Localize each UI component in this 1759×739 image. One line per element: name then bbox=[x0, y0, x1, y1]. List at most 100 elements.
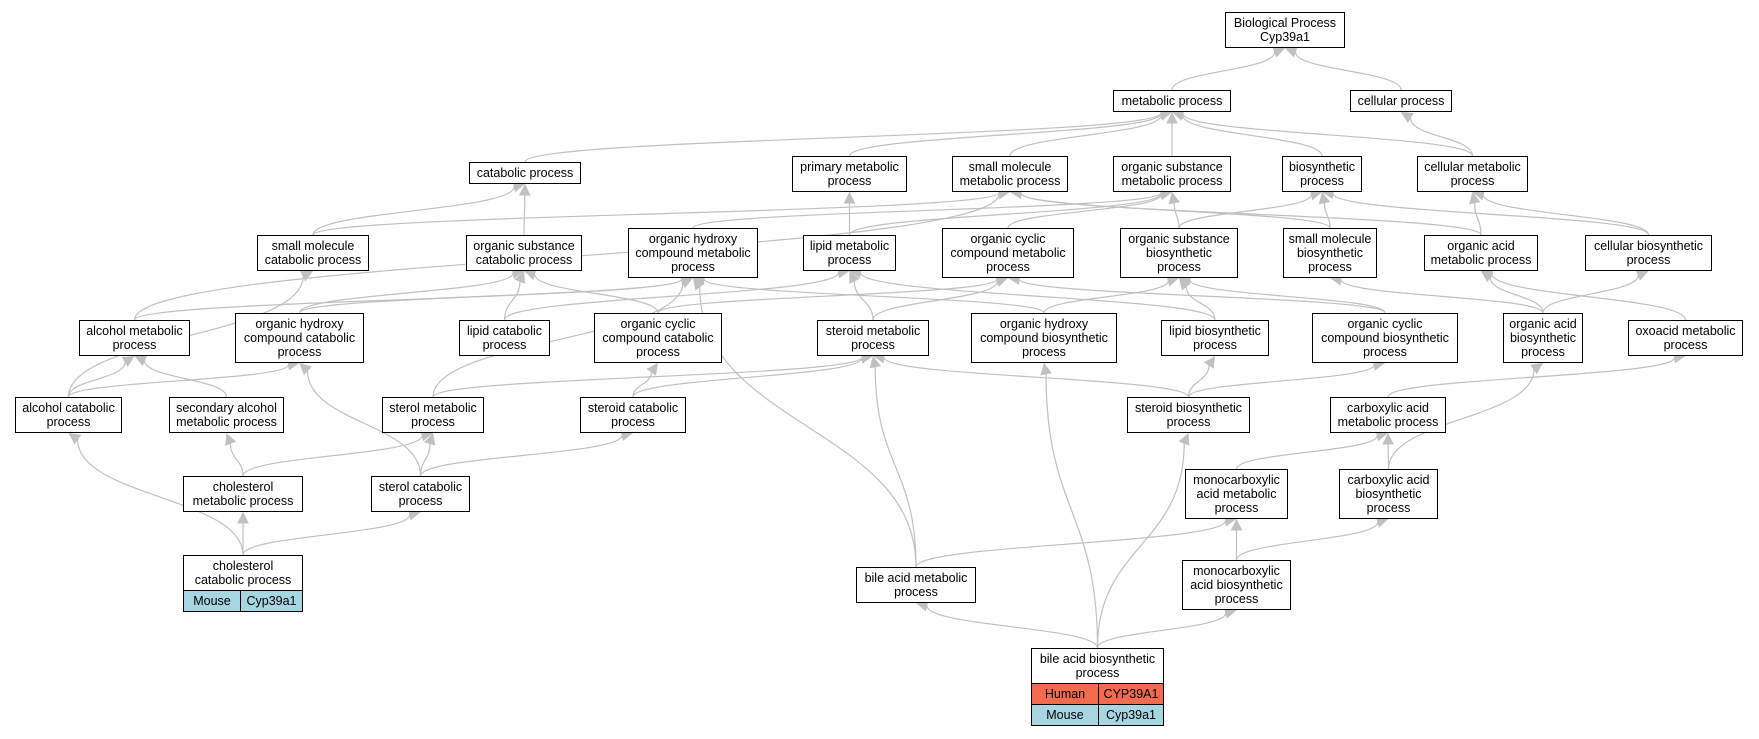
edge-oxoacid_metabolic-to-organic_acid_metabolic bbox=[1491, 273, 1687, 321]
node-monocarboxylic-biosynthetic[interactable]: monocarboxylic acid biosynthetic process bbox=[1182, 560, 1291, 610]
node-organic-hydroxy-metabolic[interactable]: organic hydroxy compound metabolic proce… bbox=[628, 228, 758, 278]
arrowhead-cholesterol_metabolic-to-secondary_alcohol_metabolic bbox=[225, 432, 237, 446]
node-steroid-biosynthetic[interactable]: steroid biosynthetic process bbox=[1127, 397, 1250, 433]
node-organic-hydroxy-catabolic[interactable]: organic hydroxy compound catabolic proce… bbox=[235, 313, 364, 363]
edge-organic_cyclic_biosynthetic-to-organic_substance_biosynthetic bbox=[1189, 279, 1386, 314]
node-organic-cyclic-biosynthetic[interactable]: organic cyclic compound biosynthetic pro… bbox=[1312, 313, 1458, 363]
edge-carboxylic_acid_biosynthetic-to-organic_acid_biosynthetic bbox=[1387, 369, 1535, 470]
edge-organic_acid_biosynthetic-to-cellular_biosynthetic bbox=[1542, 274, 1639, 314]
node-lipid-metabolic[interactable]: lipid metabolic process bbox=[803, 235, 896, 271]
arrowhead-organic_substance_metabolic-to-metabolic bbox=[1166, 111, 1178, 124]
node-organic-substance-metabolic[interactable]: organic substance metabolic process bbox=[1113, 156, 1231, 192]
arrowhead-metabolic-to-root bbox=[1272, 46, 1286, 58]
edge-lipid_metabolic-to-organic_substance_metabolic bbox=[848, 192, 1162, 236]
node-organic-cyclic-metabolic[interactable]: organic cyclic compound metabolic proces… bbox=[942, 228, 1074, 278]
edge-lipid_catabolic-to-lipid_metabolic bbox=[503, 272, 840, 321]
node-carboxylic-acid-metabolic[interactable]: carboxylic acid metabolic process bbox=[1330, 397, 1446, 433]
node-steroid-catabolic[interactable]: steroid catabolic process bbox=[580, 397, 686, 433]
node-steroid-metabolic[interactable]: steroid metabolic process bbox=[817, 320, 929, 356]
node-root[interactable]: Biological Process Cyp39a1 bbox=[1225, 12, 1345, 48]
gene-cyp39a1-human-label: CYP39A1 bbox=[1098, 683, 1164, 705]
edge-cellular_biosynthetic-to-cellular_metabolic bbox=[1482, 194, 1650, 236]
edge-organic_substance_biosynthetic-to-biosynthetic bbox=[1178, 194, 1312, 229]
edge-organic_cyclic_catabolic-to-organic_cyclic_metabolic bbox=[657, 278, 998, 314]
arrowhead-organic_acid_biosynthetic-to-cellular_biosynthetic bbox=[1635, 269, 1649, 281]
edge-organic_hydroxy_metabolic-to-organic_substance_metabolic bbox=[692, 192, 1162, 229]
edge-alcohol_catabolic-to-alcohol_metabolic bbox=[67, 361, 126, 398]
node-organic-cyclic-catabolic[interactable]: organic cyclic compound catabolic proces… bbox=[594, 313, 722, 363]
node-secondary-alcohol-metabolic[interactable]: secondary alcohol metabolic process bbox=[169, 397, 284, 433]
arrowhead-cellular_metabolic-to-cellular bbox=[1400, 111, 1414, 123]
node-alcohol-metabolic[interactable]: alcohol metabolic process bbox=[79, 320, 190, 356]
node-organic-substance-biosynthetic[interactable]: organic substance biosynthetic process bbox=[1120, 228, 1238, 278]
node-organic-substance-catabolic[interactable]: organic substance catabolic process bbox=[466, 235, 582, 271]
edge-organic_substance_catabolic-to-catabolic bbox=[523, 194, 526, 236]
arrowhead-bile_acid_biosynthetic-to-steroid_biosynthetic bbox=[1178, 432, 1190, 446]
arrowhead-cholesterol_catabolic-to-cholesterol_metabolic bbox=[237, 511, 249, 524]
node-bile-acid-biosynthetic[interactable]: bile acid biosynthetic process bbox=[1031, 648, 1164, 684]
arrowhead-small_molecule_biosynthetic-to-biosynthetic bbox=[1318, 191, 1331, 205]
node-alcohol-catabolic[interactable]: alcohol catabolic process bbox=[15, 397, 122, 433]
node-sterol-catabolic[interactable]: sterol catabolic process bbox=[371, 476, 470, 512]
edge-monocarboxylic_biosynthetic-to-carboxylic_acid_biosynthetic bbox=[1235, 521, 1379, 561]
edge-cellular_metabolic-to-metabolic bbox=[1182, 113, 1474, 157]
gene-cyp39a1-label: Cyp39a1 bbox=[240, 590, 303, 612]
node-carboxylic-acid-biosynthetic[interactable]: carboxylic acid biosynthetic process bbox=[1339, 469, 1438, 519]
arrowhead-organic_substance_biosynthetic-to-organic_substance_metabolic bbox=[1168, 191, 1180, 205]
edge-primary_metabolic-to-metabolic bbox=[848, 112, 1162, 157]
node-bile-acid-metabolic[interactable]: bile acid metabolic process bbox=[856, 567, 976, 603]
edge-metabolic-to-root bbox=[1171, 51, 1276, 91]
gene-cyp39a1-mouse-label: Cyp39a1 bbox=[1098, 704, 1164, 726]
species-mouse-label: Mouse bbox=[183, 590, 241, 612]
node-cellular-biosynthetic[interactable]: cellular biosynthetic process bbox=[1585, 235, 1712, 271]
arrowhead-lipid_catabolic-to-organic_substance_catabolic bbox=[514, 270, 526, 284]
species-mouse-label: Mouse bbox=[1031, 704, 1099, 726]
node-biosynthetic[interactable]: biosynthetic process bbox=[1282, 156, 1362, 192]
node-sterol-metabolic[interactable]: sterol metabolic process bbox=[382, 397, 484, 433]
node-small-molecule-catabolic[interactable]: small molecule catabolic process bbox=[257, 235, 369, 271]
arrowhead-carboxylic_acid_biosynthetic-to-carboxylic_acid_metabolic bbox=[1382, 432, 1394, 445]
edge-biosynthetic-to-metabolic bbox=[1181, 114, 1323, 157]
node-lipid-biosynthetic[interactable]: lipid biosynthetic process bbox=[1161, 320, 1269, 356]
edge-sterol_metabolic-to-organic_hydroxy_metabolic bbox=[432, 282, 684, 398]
edge-organic_acid_metabolic-to-cellular_metabolic bbox=[1474, 202, 1482, 236]
edge-steroid_metabolic-to-lipid_metabolic bbox=[853, 280, 874, 321]
node-cholesterol-metabolic[interactable]: cholesterol metabolic process bbox=[183, 476, 303, 512]
edge-organic_hydroxy_catabolic-to-organic_substance_catabolic bbox=[298, 272, 514, 314]
arrowhead-organic_acid_metabolic-to-cellular_metabolic bbox=[1469, 191, 1481, 205]
arrowhead-sterol_metabolic-to-organic_hydroxy_metabolic bbox=[680, 277, 694, 289]
edge-cellular_biosynthetic-to-biosynthetic bbox=[1332, 192, 1650, 236]
node-monocarboxylic-metabolic[interactable]: monocarboxylic acid metabolic process bbox=[1185, 469, 1288, 519]
edge-cholesterol_catabolic-to-alcohol_catabolic bbox=[76, 439, 244, 556]
arrowhead-alcohol_catabolic-to-small_molecule_catabolic bbox=[300, 270, 314, 282]
edge-small_molecule_biosynthetic-to-biosynthetic bbox=[1323, 202, 1331, 229]
edge-small_molecule_catabolic-to-small_molecule_metabolic bbox=[312, 192, 1000, 236]
edge-organic_acid_biosynthetic-to-organic_acid_metabolic bbox=[1489, 277, 1544, 314]
edge-organic_cyclic_biosynthetic-to-organic_cyclic_metabolic bbox=[1018, 278, 1386, 314]
edge-lipid_catabolic-to-organic_substance_catabolic bbox=[503, 281, 521, 321]
edge-bile_acid_biosynthetic-to-monocarboxylic_biosynthetic bbox=[1096, 612, 1227, 649]
edge-lipid_biosynthetic-to-organic_substance_biosynthetic bbox=[1185, 286, 1216, 321]
node-primary-metabolic[interactable]: primary metabolic process bbox=[792, 156, 907, 192]
edge-organic_hydroxy_biosynthetic-to-organic_hydroxy_metabolic bbox=[703, 278, 1045, 314]
edge-small_molecule_catabolic-to-catabolic bbox=[312, 186, 515, 236]
node-small-molecule-biosynthetic[interactable]: small molecule biosynthetic process bbox=[1283, 228, 1377, 278]
node-oxoacid-metabolic[interactable]: oxoacid metabolic process bbox=[1628, 320, 1743, 356]
node-lipid-catabolic[interactable]: lipid catabolic process bbox=[459, 320, 550, 356]
node-metabolic[interactable]: metabolic process bbox=[1113, 90, 1231, 112]
node-cholesterol-catabolic[interactable]: cholesterol catabolic process bbox=[183, 555, 303, 591]
node-catabolic[interactable]: catabolic process bbox=[469, 162, 581, 184]
species-human-label: Human bbox=[1031, 683, 1099, 705]
arrowhead-bile_acid_metabolic-to-organic_hydroxy_metabolic bbox=[692, 277, 705, 291]
edge-steroid_catabolic-to-steroid_metabolic bbox=[632, 357, 863, 398]
node-cellular-metabolic[interactable]: cellular metabolic process bbox=[1417, 156, 1528, 192]
node-small-molecule-metabolic[interactable]: small molecule metabolic process bbox=[952, 156, 1068, 192]
node-organic-acid-biosynthetic[interactable]: organic acid biosynthetic process bbox=[1503, 313, 1583, 363]
arrowhead-alcohol_catabolic-to-alcohol_metabolic bbox=[121, 355, 135, 368]
arrowhead-steroid_metabolic-to-lipid_metabolic bbox=[849, 270, 860, 284]
node-cellular[interactable]: cellular process bbox=[1350, 90, 1452, 112]
node-organic-acid-metabolic[interactable]: organic acid metabolic process bbox=[1424, 235, 1538, 271]
edge-cholesterol_metabolic-to-sterol_metabolic bbox=[242, 435, 423, 477]
node-organic-hydroxy-biosynthetic[interactable]: organic hydroxy compound biosynthetic pr… bbox=[971, 313, 1117, 363]
